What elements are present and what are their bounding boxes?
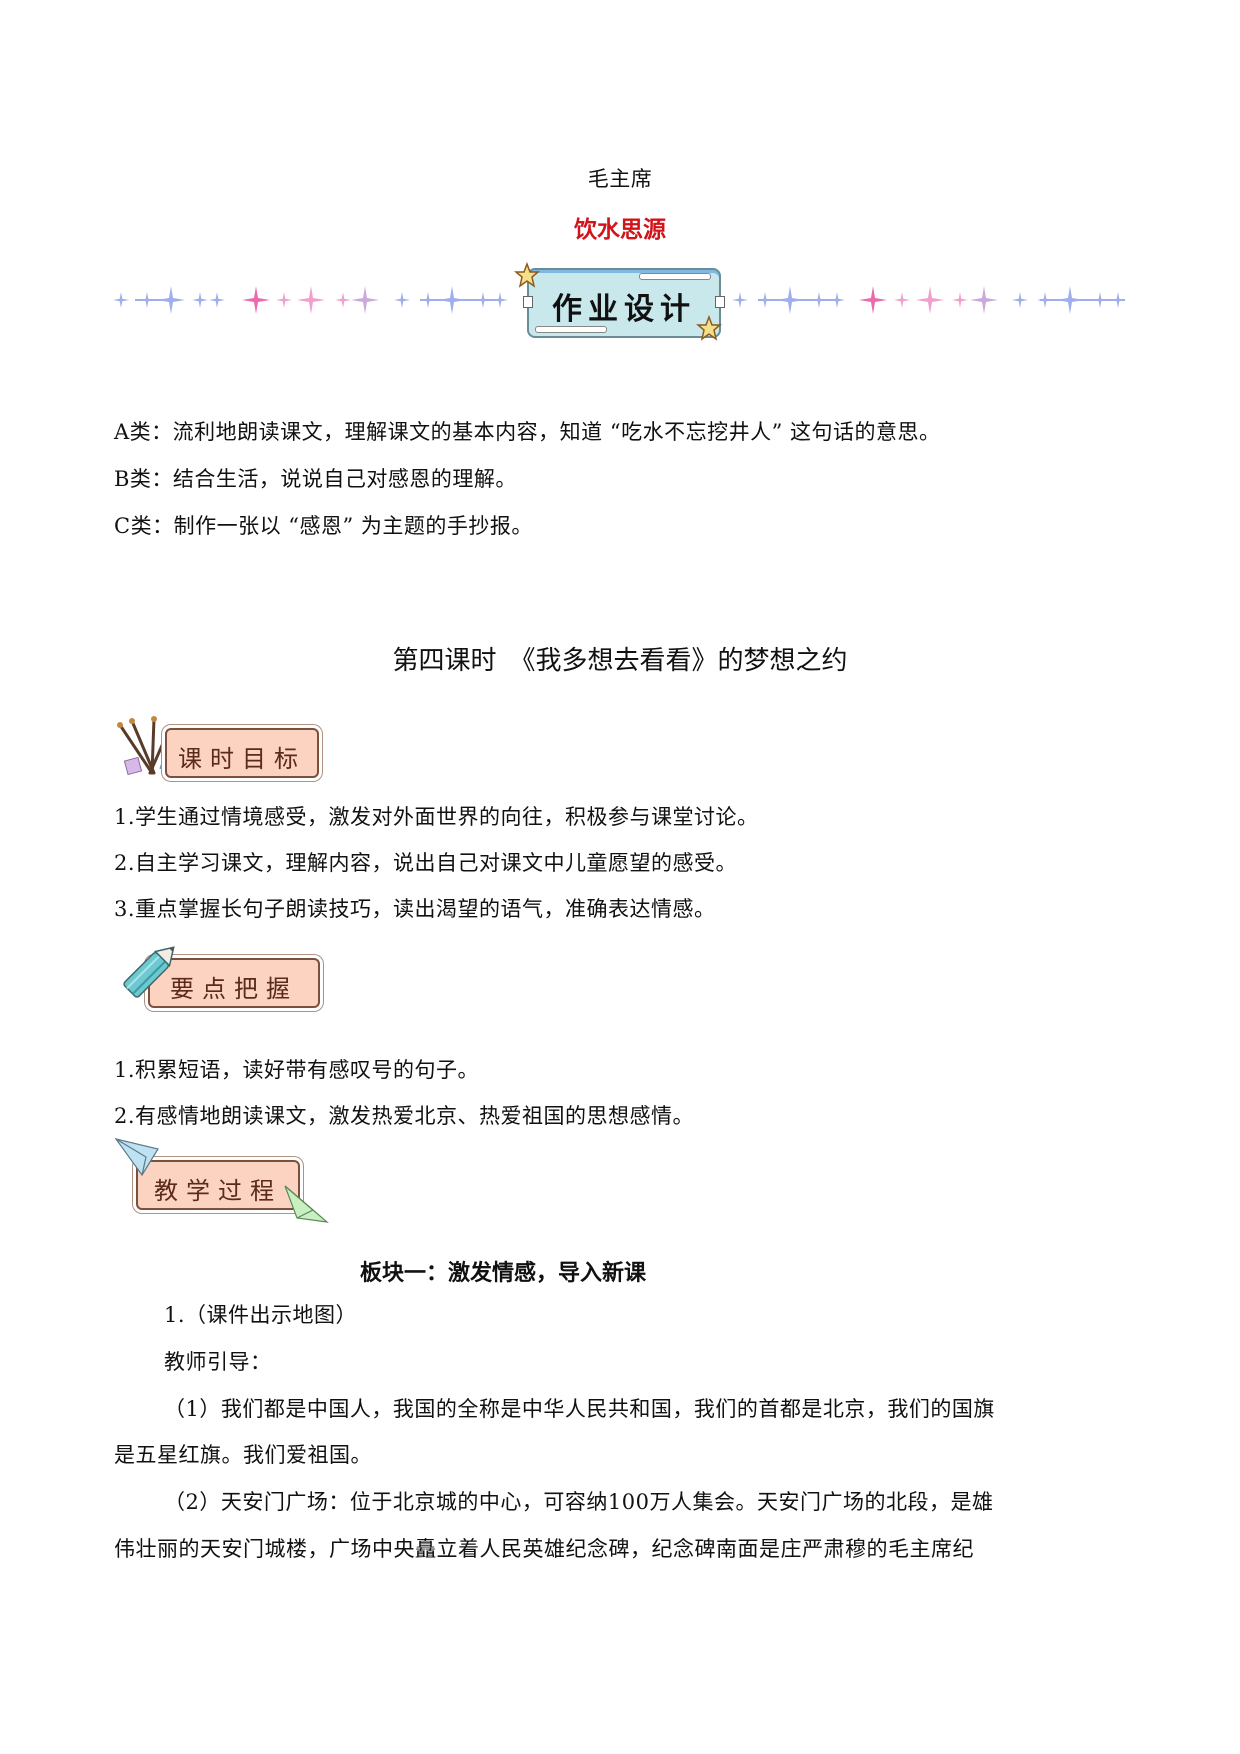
star-icon bbox=[696, 315, 722, 341]
lesson-title: 第四课时 《我多想去看看》的梦想之约 bbox=[392, 646, 848, 676]
paper-plane-icon bbox=[284, 1185, 329, 1223]
badge-tab bbox=[715, 296, 725, 308]
pencil-icon bbox=[123, 946, 175, 998]
quote-text: 饮水思源 bbox=[574, 217, 666, 243]
sparkle-decoration-icon bbox=[113, 286, 1126, 314]
teaching-process-badge: 教学过程 bbox=[136, 1160, 300, 1210]
objective-item: 1.学生通过情境感受，激发对外面世界的向往，积极参与课堂讨论。 bbox=[114, 805, 759, 829]
key-point-item: 1.积累短语，读好带有感叹号的句子。 bbox=[114, 1058, 480, 1082]
star-icon bbox=[514, 262, 540, 288]
key-point-item: 2.有感情地朗读课文，激发热爱北京、热爱祖国的思想感情。 bbox=[114, 1104, 695, 1128]
homework-design-label: 作业设计 bbox=[552, 292, 696, 327]
homework-item-b: B类：结合生活，说说自己对感恩的理解。 bbox=[114, 467, 517, 491]
paragraph-2-line-1: （2）天安门广场：位于北京城的中心，可容纳100万人集会。天安门广场的北段，是雄 bbox=[164, 1490, 994, 1514]
key-points-badge-label: 要点把握 bbox=[170, 975, 298, 1003]
paragraph-1-line-1: （1）我们都是中国人，我国的全称是中华人民共和国，我们的首都是北京，我们的国旗 bbox=[164, 1397, 995, 1421]
quote-author: 毛主席 bbox=[587, 167, 653, 191]
objective-item: 2.自主学习课文，理解内容，说出自己对课文中儿童愿望的感受。 bbox=[114, 851, 738, 875]
block-title: 板块一：激发情感，导入新课 bbox=[360, 1261, 647, 1286]
sparkle-divider bbox=[0, 270, 1240, 330]
homework-item-c: C类：制作一张以 “感恩” 为主题的手抄报。 bbox=[114, 514, 533, 538]
badge-tab bbox=[523, 296, 533, 308]
key-points-badge: 要点把握 bbox=[148, 958, 320, 1008]
objectives-badge-label: 课时目标 bbox=[178, 745, 306, 773]
teacher-guide-label: 教师引导： bbox=[164, 1350, 272, 1374]
paragraph-2-line-2: 伟壮丽的天安门城楼，广场中央矗立着人民英雄纪念碑，纪念碑南面是庄严肃穆的毛主席纪 bbox=[114, 1537, 974, 1561]
homework-item-a: A类：流利地朗读课文，理解课文的基本内容，知道 “吃水不忘挖井人” 这句话的意思… bbox=[114, 420, 941, 444]
teaching-process-badge-label: 教学过程 bbox=[154, 1177, 282, 1205]
objectives-badge: 课时目标 bbox=[165, 728, 319, 778]
objective-item: 3.重点掌握长句子朗读技巧，读出渴望的语气，准确表达情感。 bbox=[114, 897, 716, 921]
step-1: 1.（课件出示地图） bbox=[164, 1303, 358, 1327]
homework-design-badge: 作业设计 bbox=[523, 268, 725, 338]
paper-plane-icon bbox=[114, 1138, 159, 1177]
paragraph-1-line-2: 是五星红旗。我们爱祖国。 bbox=[114, 1443, 372, 1467]
